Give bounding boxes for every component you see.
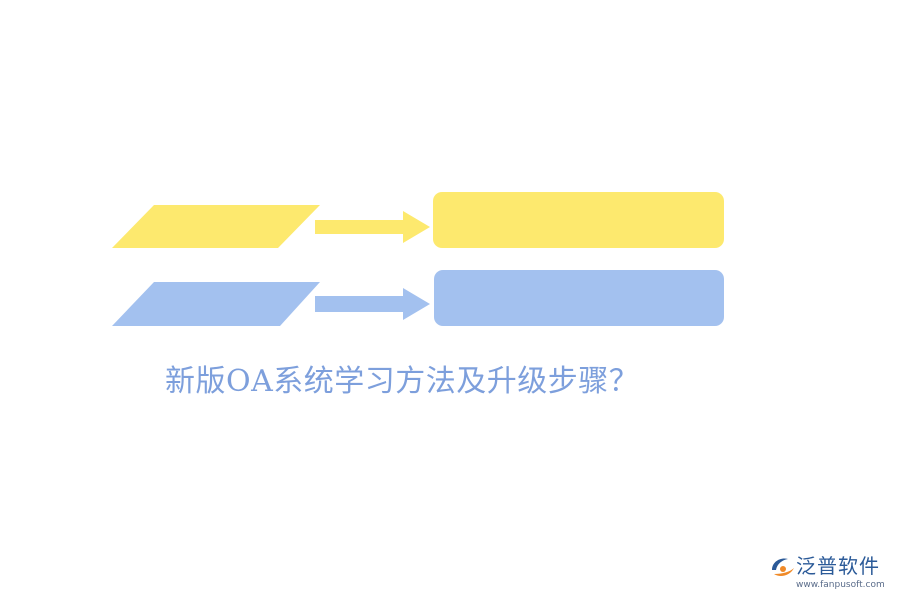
fanpu-logo: 泛普软件 www.fanpusoft.com <box>768 553 893 593</box>
logo-swoosh <box>772 558 788 570</box>
box-yellow <box>433 192 724 248</box>
arrow-blue <box>315 288 430 320</box>
arrow-yellow <box>315 211 430 243</box>
logo-dot <box>780 566 786 572</box>
logo-name: 泛普软件 <box>796 554 880 578</box>
logo-url: www.fanpusoft.com <box>796 580 885 590</box>
parallelogram-blue <box>112 282 320 326</box>
box-blue <box>434 270 724 326</box>
diagram-title: 新版OA系统学习方法及升级步骤？ <box>165 364 640 399</box>
logo-swoosh-accent <box>774 568 794 576</box>
logo-icon <box>772 558 794 576</box>
parallelogram-yellow <box>112 205 320 248</box>
